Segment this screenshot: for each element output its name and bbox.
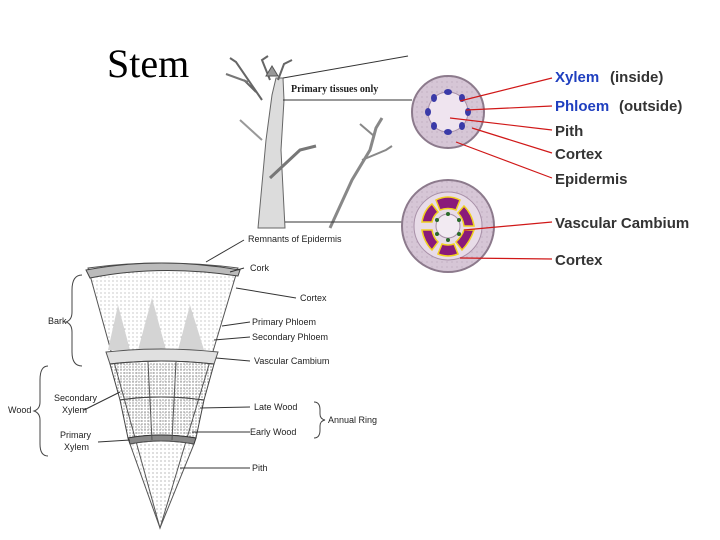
label-xylem: Xylem — [555, 69, 599, 86]
label-phloem: Phloem — [555, 98, 609, 115]
twig-illustration — [225, 55, 393, 229]
label-phloem-note: (outside) — [619, 98, 682, 115]
bark-bracket — [64, 274, 83, 367]
label-secondary-phloem: Secondary Phloem — [252, 332, 328, 342]
wedge-pointers — [83, 239, 297, 469]
label-annual-ring: Annual Ring — [328, 415, 377, 425]
label-primary-xylem-2: Xylem — [64, 442, 89, 452]
label-secondary-xylem-2: Xylem — [62, 405, 87, 415]
label-wedge-cortex: Cortex — [300, 293, 327, 303]
label-wedge-pith: Pith — [252, 463, 268, 473]
label-bark: Bark — [48, 316, 67, 326]
label-wood: Wood — [8, 405, 31, 415]
twig-pointer-top — [282, 55, 409, 79]
label-wedge-vascular-cambium: Vascular Cambium — [254, 356, 329, 366]
label-primary-phloem: Primary Phloem — [252, 317, 316, 327]
section-pointers — [449, 77, 553, 260]
label-secondary-xylem-1: Secondary — [54, 393, 98, 403]
label-remnants-epidermis: Remnants of Epidermis — [248, 234, 342, 244]
label-pith: Pith — [555, 123, 583, 140]
label-late-wood: Late Wood — [254, 402, 297, 412]
label-xylem-note: (inside) — [610, 69, 663, 86]
label-cortex: Cortex — [555, 146, 603, 163]
label-cork: Cork — [250, 263, 270, 273]
slide-title: Stem — [107, 41, 190, 86]
primary-tissues-label: Primary tissues only — [291, 84, 378, 95]
secondary-stem-section — [401, 179, 495, 273]
primary-stem-section — [411, 75, 485, 149]
wood-bracket — [32, 365, 49, 457]
label-cortex-secondary: Cortex — [555, 252, 603, 269]
label-epidermis: Epidermis — [555, 171, 628, 188]
annual-ring-bracket — [313, 401, 326, 439]
label-vascular-cambium: Vascular Cambium — [555, 215, 689, 232]
label-early-wood: Early Wood — [250, 427, 296, 437]
woody-stem-wedge — [85, 262, 241, 530]
label-primary-xylem-1: Primary — [60, 430, 91, 440]
